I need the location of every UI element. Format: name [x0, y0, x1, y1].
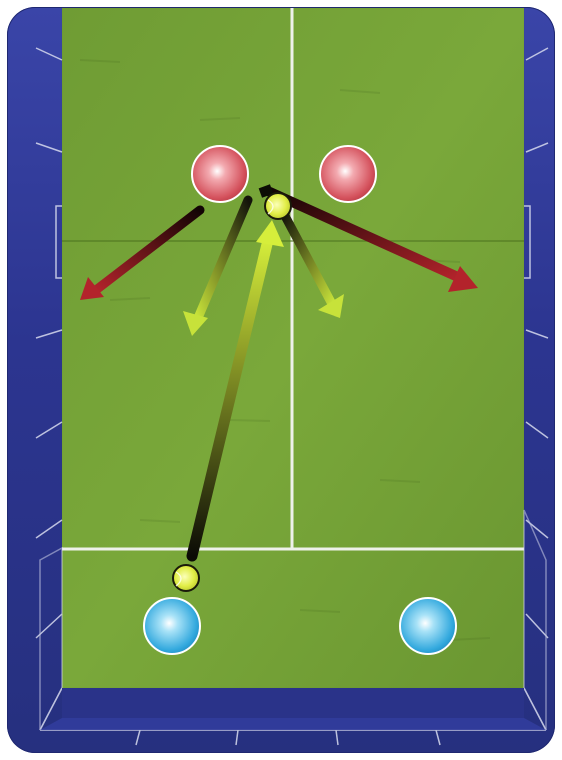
player-blue-right [400, 598, 456, 654]
ball-serve [173, 565, 199, 591]
player-red-left [192, 146, 248, 202]
ball-net [265, 193, 291, 219]
back-wall-base [62, 688, 524, 718]
player-blue-left [144, 598, 200, 654]
player-red-right [320, 146, 376, 202]
